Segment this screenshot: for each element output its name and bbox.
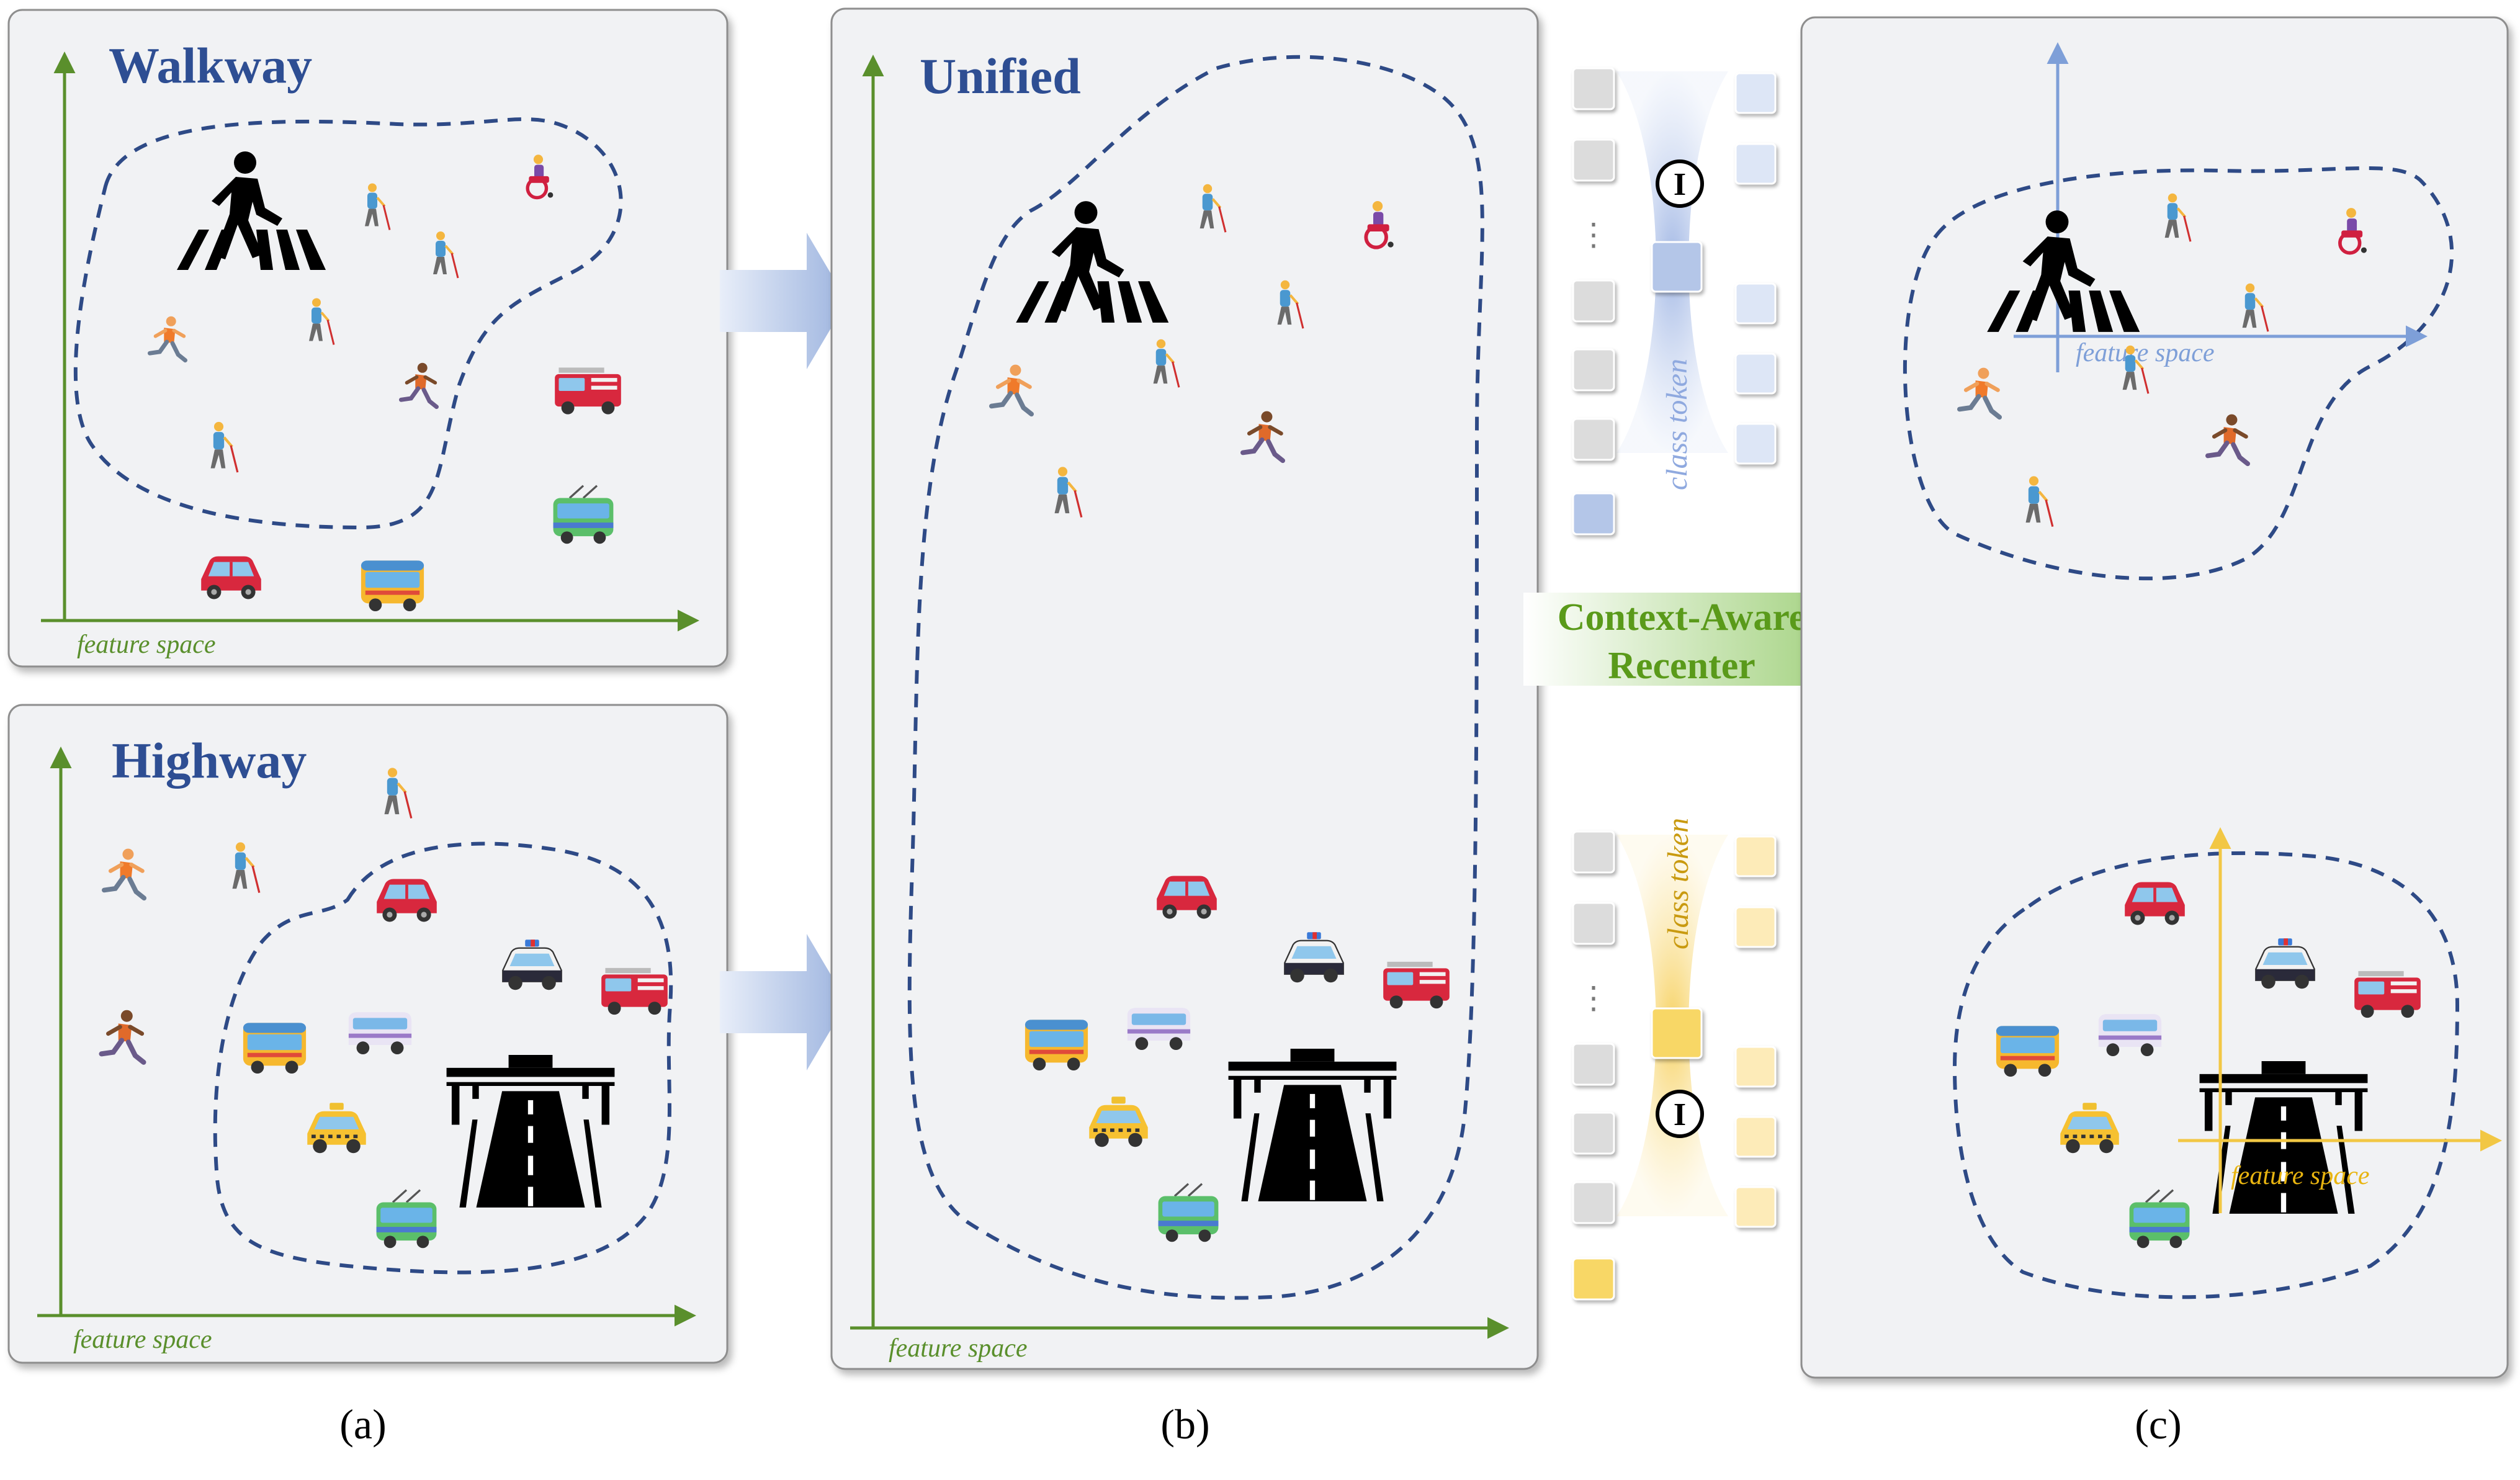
- context-aware-label: Context-Aware: [1558, 596, 1806, 639]
- token-ellipsis: ⋮: [1578, 980, 1609, 1015]
- context-aware-recenter-arrow: Context-Aware Recenter: [1523, 565, 1852, 714]
- walkway-axis-label: feature space: [77, 630, 216, 659]
- unified-title: Unified: [920, 48, 1081, 104]
- recentered-walkway-cluster: [1903, 166, 2454, 581]
- recentered-highway-cluster: [1952, 851, 2460, 1299]
- highway-output-tokens: [1734, 835, 1777, 1228]
- walkway-input-tokens: ⋮: [1572, 67, 1615, 536]
- recentered-panel: feature space feature space: [1800, 16, 2509, 1379]
- walkway-recentered-axis-label: feature space: [2076, 339, 2215, 367]
- highway-class-token-input: [1572, 1257, 1615, 1301]
- caption-c: (c): [2135, 1401, 2181, 1448]
- highway-axis-label: feature space: [73, 1325, 212, 1354]
- walkway-class-token-center: [1651, 241, 1703, 293]
- highway-token-transform: ⋮ I class token: [1572, 818, 1777, 1301]
- walkway-panel: feature space Walkway: [7, 9, 729, 668]
- walkway-title: Walkway: [109, 37, 312, 94]
- walkway-class-token-label: class token: [1661, 359, 1693, 490]
- walkway-to-unified-arrow: [720, 233, 847, 369]
- highway-title: Highway: [112, 732, 307, 789]
- caption-b: (b): [1160, 1401, 1209, 1448]
- walkway-output-tokens: [1734, 72, 1777, 465]
- unified-panel: feature space Unified: [830, 7, 1539, 1370]
- highway-input-tokens: ⋮: [1572, 830, 1615, 1301]
- highway-recentered-axis-label: feature space: [2231, 1162, 2370, 1190]
- operator-icon: [1656, 159, 1704, 208]
- highway-to-unified-arrow: [720, 934, 847, 1070]
- walkway-cluster-boundary: [73, 117, 623, 530]
- operator-symbol: I: [1674, 167, 1686, 202]
- caption-a: (a): [339, 1401, 386, 1448]
- unified-axis-label: feature space: [889, 1334, 1028, 1363]
- token-ellipsis: ⋮: [1578, 217, 1609, 252]
- walkway-token-transform: ⋮ I class token: [1572, 67, 1777, 536]
- recenter-label: Recenter: [1608, 645, 1755, 687]
- operator-symbol: I: [1674, 1097, 1686, 1132]
- highway-cluster-boundary: [213, 841, 673, 1275]
- highway-class-token-label: class token: [1662, 818, 1695, 949]
- operator-icon: [1656, 1090, 1704, 1138]
- walkway-class-token-input: [1572, 492, 1615, 536]
- highway-panel: feature space Highway: [7, 704, 729, 1364]
- highway-class-token-center: [1651, 1007, 1703, 1059]
- unified-cluster-boundary: [907, 55, 1484, 1300]
